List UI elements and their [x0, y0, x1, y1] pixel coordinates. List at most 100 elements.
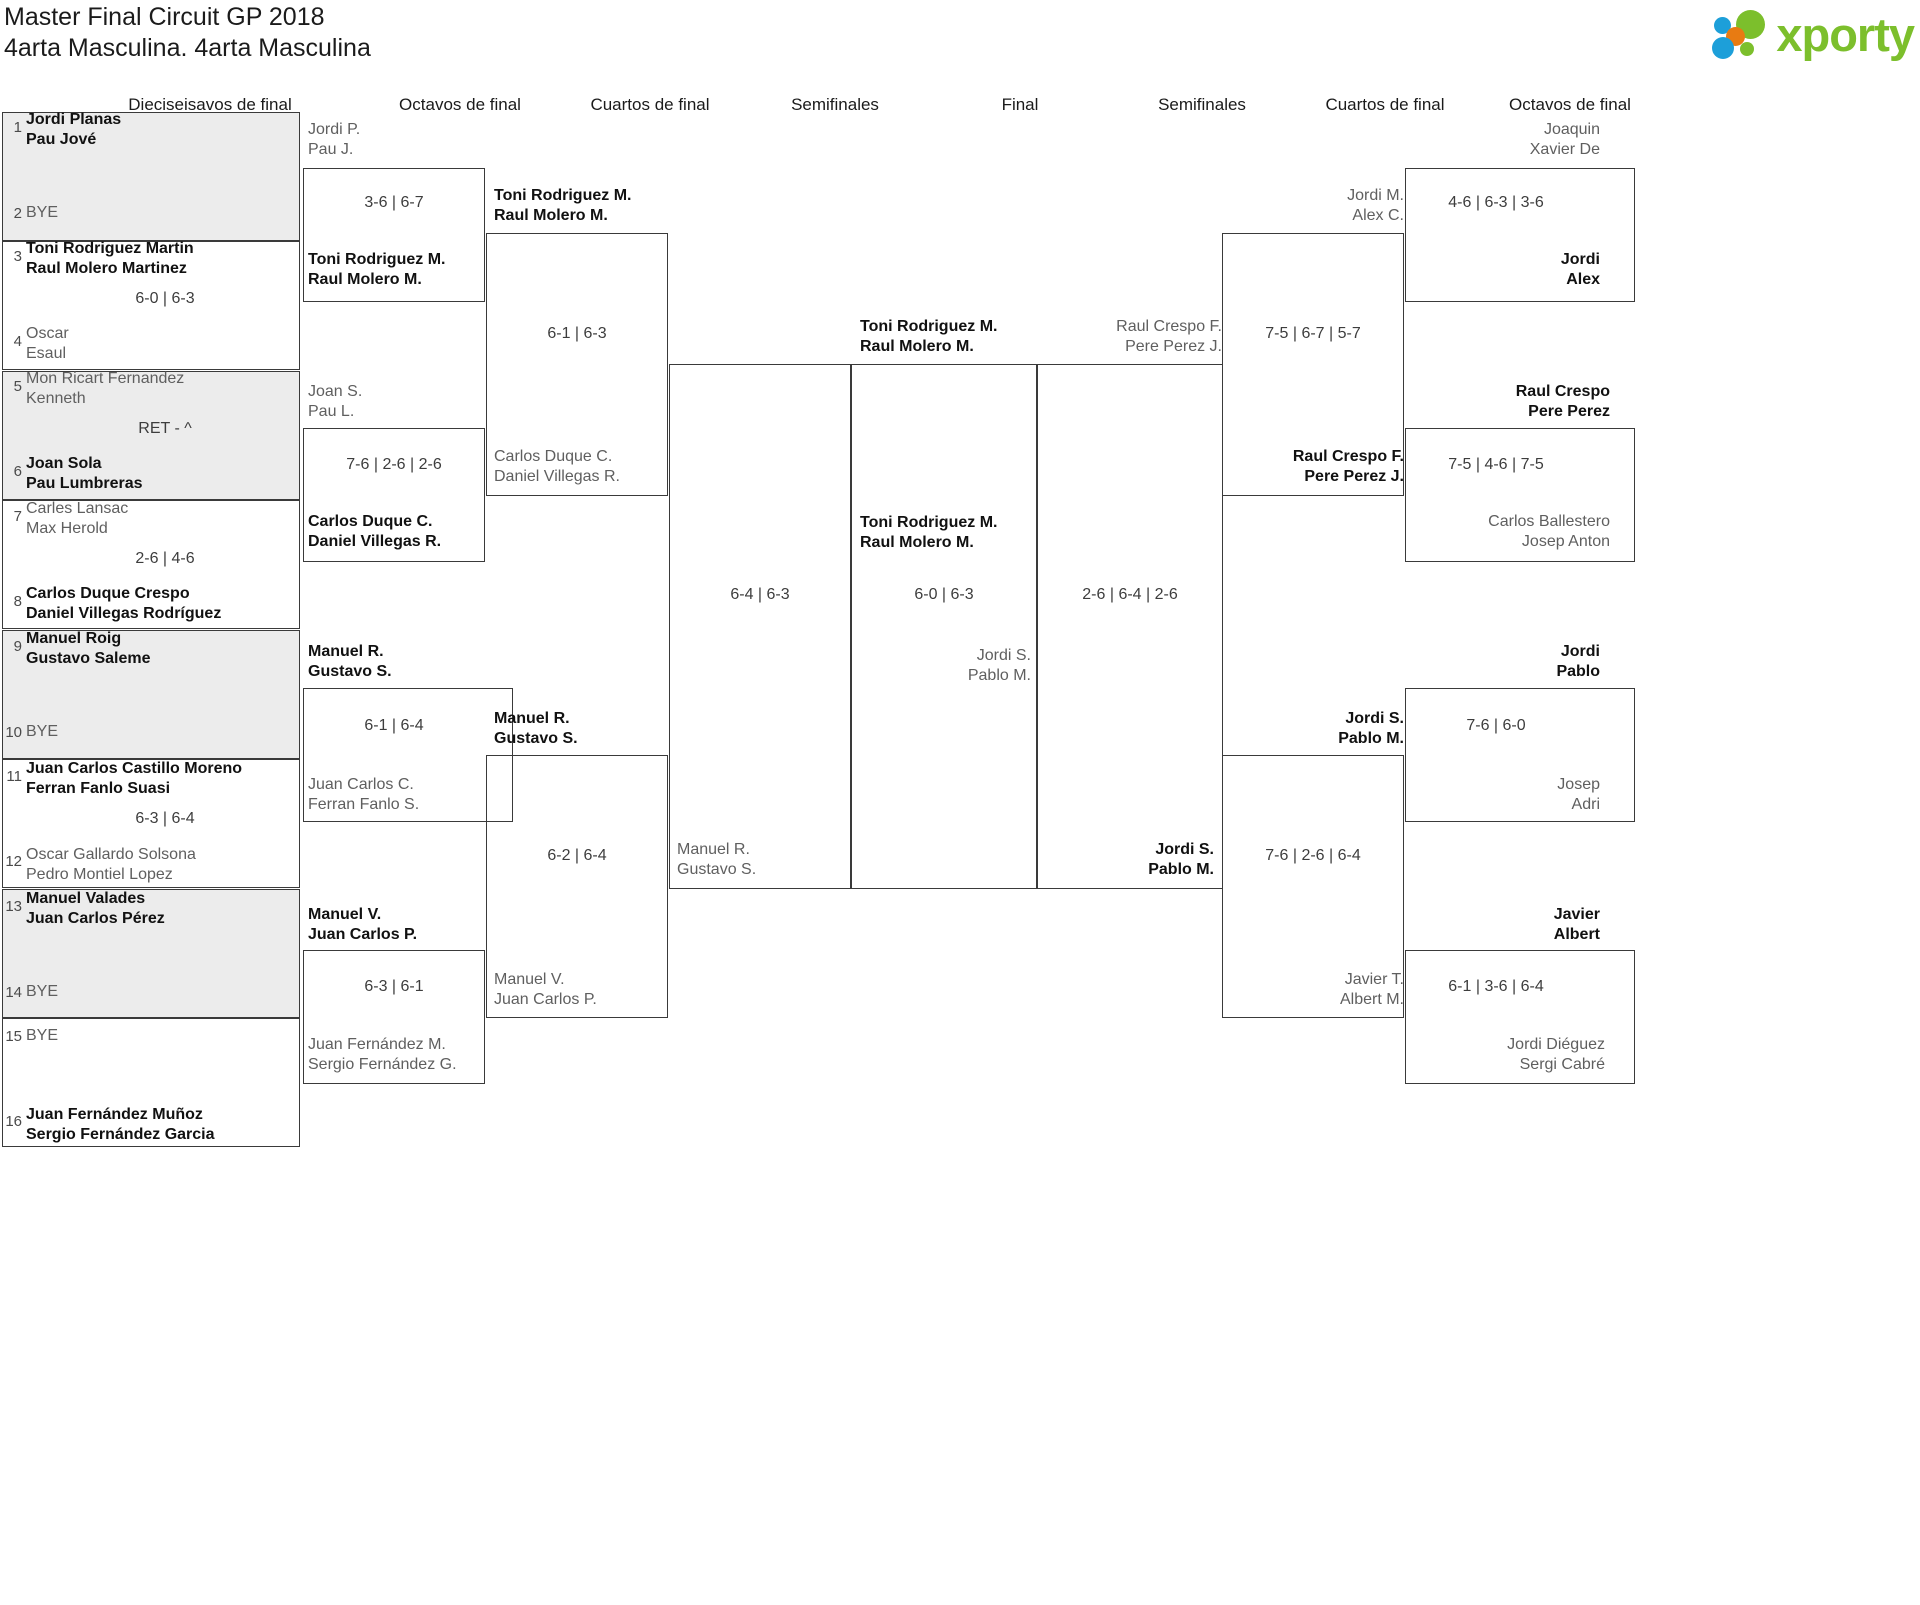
seed-entry-16[interactable]: Juan Fernández Muñoz Sergio Fernández Ga… [26, 1106, 215, 1143]
semifinal-left-score: 6-4 | 6-3 [730, 586, 790, 603]
round-header-dieciseisavos-left: Dieciseisavos de final [128, 95, 292, 114]
octavos-right-score-2: 7-5 | 4-6 | 7-5 [1448, 456, 1544, 473]
logo-dots-icon [1712, 8, 1770, 60]
cuartos-left-score-2: 6-2 | 6-4 [547, 847, 607, 864]
octavos-right-1-bottom[interactable]: Jordi Alex [1560, 251, 1600, 288]
octavos-left-2-bottom[interactable]: Carlos Duque C. Daniel Villegas R. [308, 513, 442, 550]
seed-number-13: 13 [5, 898, 22, 915]
seed-entry-15[interactable]: BYE [26, 1027, 59, 1044]
match-score-r32-6: 6-3 | 6-4 [135, 810, 195, 827]
seed-entry-2[interactable]: BYE [26, 204, 59, 221]
round-header-semifinales-right: Semifinales [1158, 95, 1246, 114]
seed-number-9: 9 [13, 638, 22, 655]
seed-pair-box-7[interactable] [2, 889, 300, 1018]
semifinal-left-match-box[interactable] [669, 364, 851, 889]
final-top[interactable]: Toni Rodriguez M. Raul Molero M. [860, 514, 998, 551]
octavos-right-4-top[interactable]: Javier Albert [1553, 906, 1600, 943]
seed-entry-13[interactable]: Manuel Valades Juan Carlos Pérez [26, 890, 165, 927]
cuartos-left-2-bottom[interactable]: Manuel V. Juan Carlos P. [494, 971, 597, 1008]
octavos-right-3-top[interactable]: Jordi Pablo [1556, 643, 1600, 680]
semifinal-right-score: 2-6 | 6-4 | 2-6 [1082, 586, 1178, 603]
octavos-left-score-2: 7-6 | 2-6 | 2-6 [346, 456, 442, 473]
octavos-left-4-top[interactable]: Manuel V. Juan Carlos P. [308, 906, 418, 943]
semifinal-right-bottom[interactable]: Jordi S. Pablo M. [1148, 841, 1214, 878]
cuartos-left-match-box-2[interactable] [486, 755, 668, 1018]
seed-number-15: 15 [5, 1028, 22, 1045]
octavos-right-4-bottom[interactable]: Jordi Diéguez Sergi Cabré [1507, 1036, 1605, 1073]
xporty-logo: xporty [1712, 6, 1915, 62]
seed-number-11: 11 [6, 768, 22, 785]
seed-entry-8[interactable]: Carlos Duque Crespo Daniel Villegas Rodr… [26, 585, 222, 622]
cuartos-right-2-top[interactable]: Jordi S. Pablo M. [1338, 710, 1404, 747]
octavos-right-match-box-2[interactable] [1405, 428, 1635, 562]
octavos-right-match-box-4[interactable] [1405, 950, 1635, 1084]
seed-pair-box-5[interactable] [2, 630, 300, 759]
seed-pair-box-6[interactable] [2, 759, 300, 888]
cuartos-left-1-bottom[interactable]: Carlos Duque C. Daniel Villegas R. [494, 448, 620, 485]
cuartos-left-match-box-1[interactable] [486, 233, 668, 496]
seed-entry-9[interactable]: Manuel Roig Gustavo Saleme [26, 630, 151, 667]
final-bottom[interactable]: Jordi S. Pablo M. [967, 647, 1031, 684]
round-header-octavos-left: Octavos de final [399, 95, 521, 114]
octavos-right-2-bottom[interactable]: Carlos Ballestero Josep Anton [1488, 513, 1610, 550]
seed-pair-box-3[interactable] [2, 371, 300, 500]
octavos-left-1-bottom[interactable]: Toni Rodriguez M. Raul Molero M. [308, 251, 446, 288]
seed-number-14: 14 [5, 984, 22, 1001]
cuartos-right-1-top[interactable]: Jordi M. Alex C. [1347, 187, 1404, 224]
seed-entry-1[interactable]: Jordi Planas Pau Jové [26, 111, 122, 148]
semifinal-right-top[interactable]: Raul Crespo F. Pere Perez J. [1116, 318, 1222, 355]
cuartos-right-score-1: 7-5 | 6-7 | 5-7 [1265, 325, 1361, 342]
cuartos-right-match-box-1[interactable] [1222, 233, 1404, 496]
seed-number-4: 4 [13, 333, 22, 350]
seed-entry-3[interactable]: Toni Rodriguez Martin Raul Molero Martin… [26, 240, 194, 277]
octavos-right-2-top[interactable]: Raul Crespo Pere Perez [1515, 383, 1610, 420]
seed-pair-box-1[interactable] [2, 112, 300, 241]
octavos-right-match-box-3[interactable] [1405, 688, 1635, 822]
octavos-left-4-bottom[interactable]: Juan Fernández M. Sergio Fernández G. [308, 1036, 457, 1073]
seed-pair-box-2[interactable] [2, 241, 300, 370]
octavos-right-1-top[interactable]: Joaquin Xavier De [1529, 121, 1600, 158]
seed-entry-14[interactable]: BYE [26, 983, 59, 1000]
match-score-r32-4: 2-6 | 4-6 [135, 550, 195, 567]
cuartos-right-match-box-2[interactable] [1222, 755, 1404, 1018]
cuartos-left-2-top[interactable]: Manuel R. Gustavo S. [494, 710, 578, 747]
octavos-left-match-box-2[interactable] [303, 428, 485, 562]
final-match-box[interactable] [851, 364, 1037, 889]
page-title: Master Final Circuit GP 2018 4arta Mascu… [4, 2, 371, 63]
cuartos-right-2-bottom[interactable]: Javier T. Albert M. [1339, 971, 1404, 1008]
octavos-right-match-box-1[interactable] [1405, 168, 1635, 302]
octavos-left-match-box-4[interactable] [303, 950, 485, 1084]
octavos-right-score-3: 7-6 | 6-0 [1466, 717, 1526, 734]
octavos-left-match-box-1[interactable] [303, 168, 485, 302]
seed-number-7: 7 [13, 508, 22, 525]
logo-wordmark: xporty [1776, 7, 1915, 61]
round-header-cuartos-right: Cuartos de final [1325, 95, 1445, 114]
seed-entry-5[interactable]: Mon Ricart Fernandez Kenneth [26, 370, 185, 407]
octavos-left-1-top[interactable]: Jordi P. Pau J. [308, 121, 361, 158]
octavos-left-2-top[interactable]: Joan S. Pau L. [308, 383, 363, 420]
semifinal-left-bottom[interactable]: Manuel R. Gustavo S. [677, 841, 757, 878]
round-header-octavos-right: Octavos de final [1509, 95, 1631, 114]
octavos-left-3-top[interactable]: Manuel R. Gustavo S. [308, 643, 392, 680]
match-score-r32-2: 6-0 | 6-3 [135, 290, 195, 307]
octavos-right-3-bottom[interactable]: Josep Adri [1557, 776, 1600, 813]
seed-entry-10[interactable]: BYE [26, 723, 59, 740]
cuartos-right-1-bottom[interactable]: Raul Crespo F. Pere Perez J. [1292, 448, 1404, 485]
seed-number-12: 12 [5, 853, 22, 870]
seed-pair-box-8[interactable] [2, 1018, 300, 1147]
match-score-r32-3: RET - ^ [138, 420, 192, 437]
octavos-left-3-bottom[interactable]: Juan Carlos C. Ferran Fanlo S. [308, 776, 420, 813]
seed-entry-4[interactable]: Oscar Esaul [26, 325, 69, 362]
seed-entry-11[interactable]: Juan Carlos Castillo Moreno Ferran Fanlo… [26, 760, 243, 797]
round-header-semifinales-left: Semifinales [791, 95, 879, 114]
cuartos-left-1-top[interactable]: Toni Rodriguez M. Raul Molero M. [494, 187, 632, 224]
semifinal-right-match-box[interactable] [1037, 364, 1223, 889]
seed-pair-box-4[interactable] [2, 500, 300, 629]
seed-number-2: 2 [13, 205, 22, 222]
seed-entry-6[interactable]: Joan Sola Pau Lumbreras [26, 455, 143, 492]
seed-entry-7[interactable]: Carles Lansac Max Herold [26, 500, 129, 537]
seed-entry-12[interactable]: Oscar Gallardo Solsona Pedro Montiel Lop… [26, 846, 196, 883]
round-header-cuartos-left: Cuartos de final [590, 95, 710, 114]
semifinal-left-top[interactable]: Toni Rodriguez M. Raul Molero M. [860, 318, 998, 355]
